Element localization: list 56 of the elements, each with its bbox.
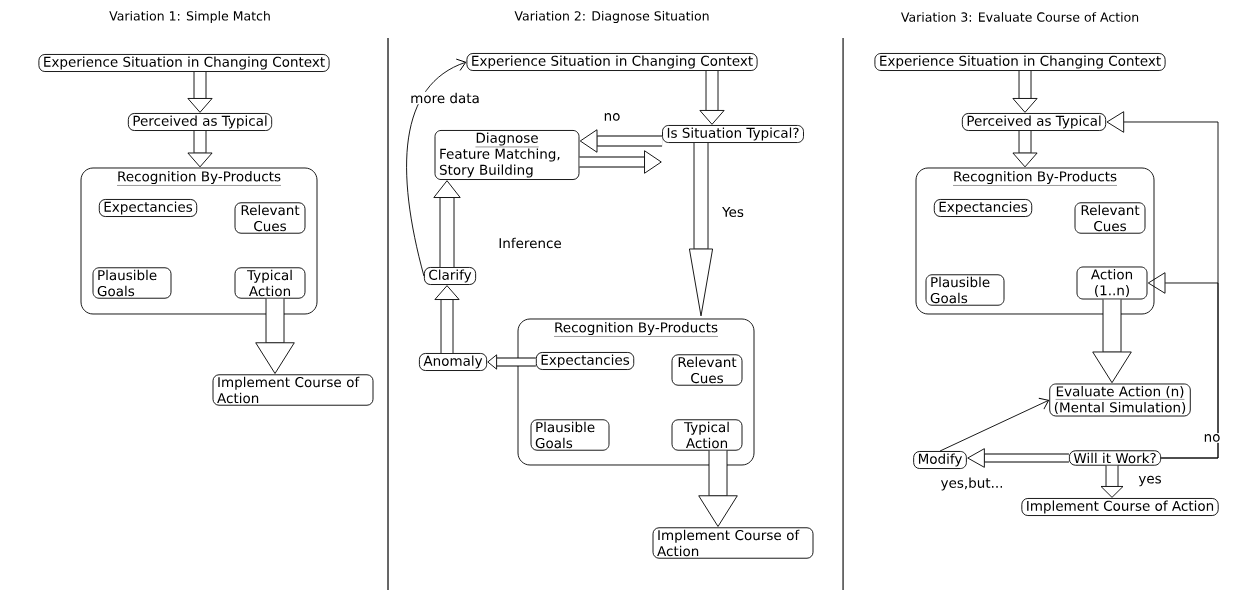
edge-label: yes,but... [939,476,1005,492]
block-arrow [579,129,663,153]
block-arrow [255,298,295,374]
rounded-box: Perceived as Typical [127,113,273,131]
rounded-box: Clarify [423,267,477,285]
block-arrow [1100,465,1124,498]
block-arrow [1012,71,1038,113]
rounded-box: Relevant Cues [671,354,743,386]
panel-title: Variation 3: Evaluate Course of Action [901,12,1139,22]
rounded-box: Action (1..n) [1076,266,1148,300]
rounded-box: Implement Course of Action [212,374,374,406]
rounded-box: Expectancies [933,199,1033,217]
rounded-box: Typical Action [671,419,743,451]
rounded-box: Implement Course of Action [1021,498,1219,516]
block-arrow [187,72,213,113]
rounded-box: Anomaly [418,353,488,371]
rounded-box: Experience Situation in Changing Context [874,53,1166,71]
rounded-box: Typical Action [234,267,306,299]
rounded-box: Experience Situation in Changing Context [38,54,330,72]
rounded-box: Perceived as Typical [961,113,1107,131]
rounded-box: Evaluate Action (n) (Mental Simulation) [1049,383,1191,417]
block-arrow [1092,299,1132,384]
rounded-box: Experience Situation in Changing Context [466,53,758,71]
block-arrow [967,448,1069,468]
edge-label: yes [1137,474,1163,488]
panel-title: Variation 2: Diagnose Situation [514,10,709,24]
rounded-box: Expectancies [535,352,635,370]
rounded-box: Implement Course of Action [652,527,814,559]
rounded-box: Relevant Cues [1074,202,1146,234]
arrow [939,397,1050,452]
rounded-box: Expectancies [98,199,198,217]
block-arrow [1012,131,1038,168]
edge-label: more data [409,91,481,105]
edge-label: no [602,112,622,122]
edge-label: Inference [497,236,563,250]
block-arrow [187,131,213,168]
block-arrow [699,71,725,125]
block-arrow [487,354,536,370]
edge-label: no [1202,433,1222,443]
rounded-box: Is Situation Typical? [662,125,804,143]
block-arrow [688,143,714,317]
rounded-box: Modify [913,451,967,469]
panel-title: Variation 1: Simple Match [109,10,270,24]
block-arrow [434,285,460,353]
rounded-box: Plausible Goals [530,419,610,451]
rounded-box: Will it Work? [1068,450,1162,466]
arrow [406,58,467,277]
block-arrow [698,450,738,527]
rounded-box: Relevant Cues [234,202,306,234]
rounded-box: Diagnose Feature Matching, Story Building [434,130,580,180]
block-arrow [579,150,662,174]
rounded-box: Plausible Goals [925,274,1005,306]
edge-label: Yes [721,206,745,218]
rounded-box: Plausible Goals [92,267,172,299]
block-arrow [433,180,461,267]
arrow [1147,272,1219,459]
